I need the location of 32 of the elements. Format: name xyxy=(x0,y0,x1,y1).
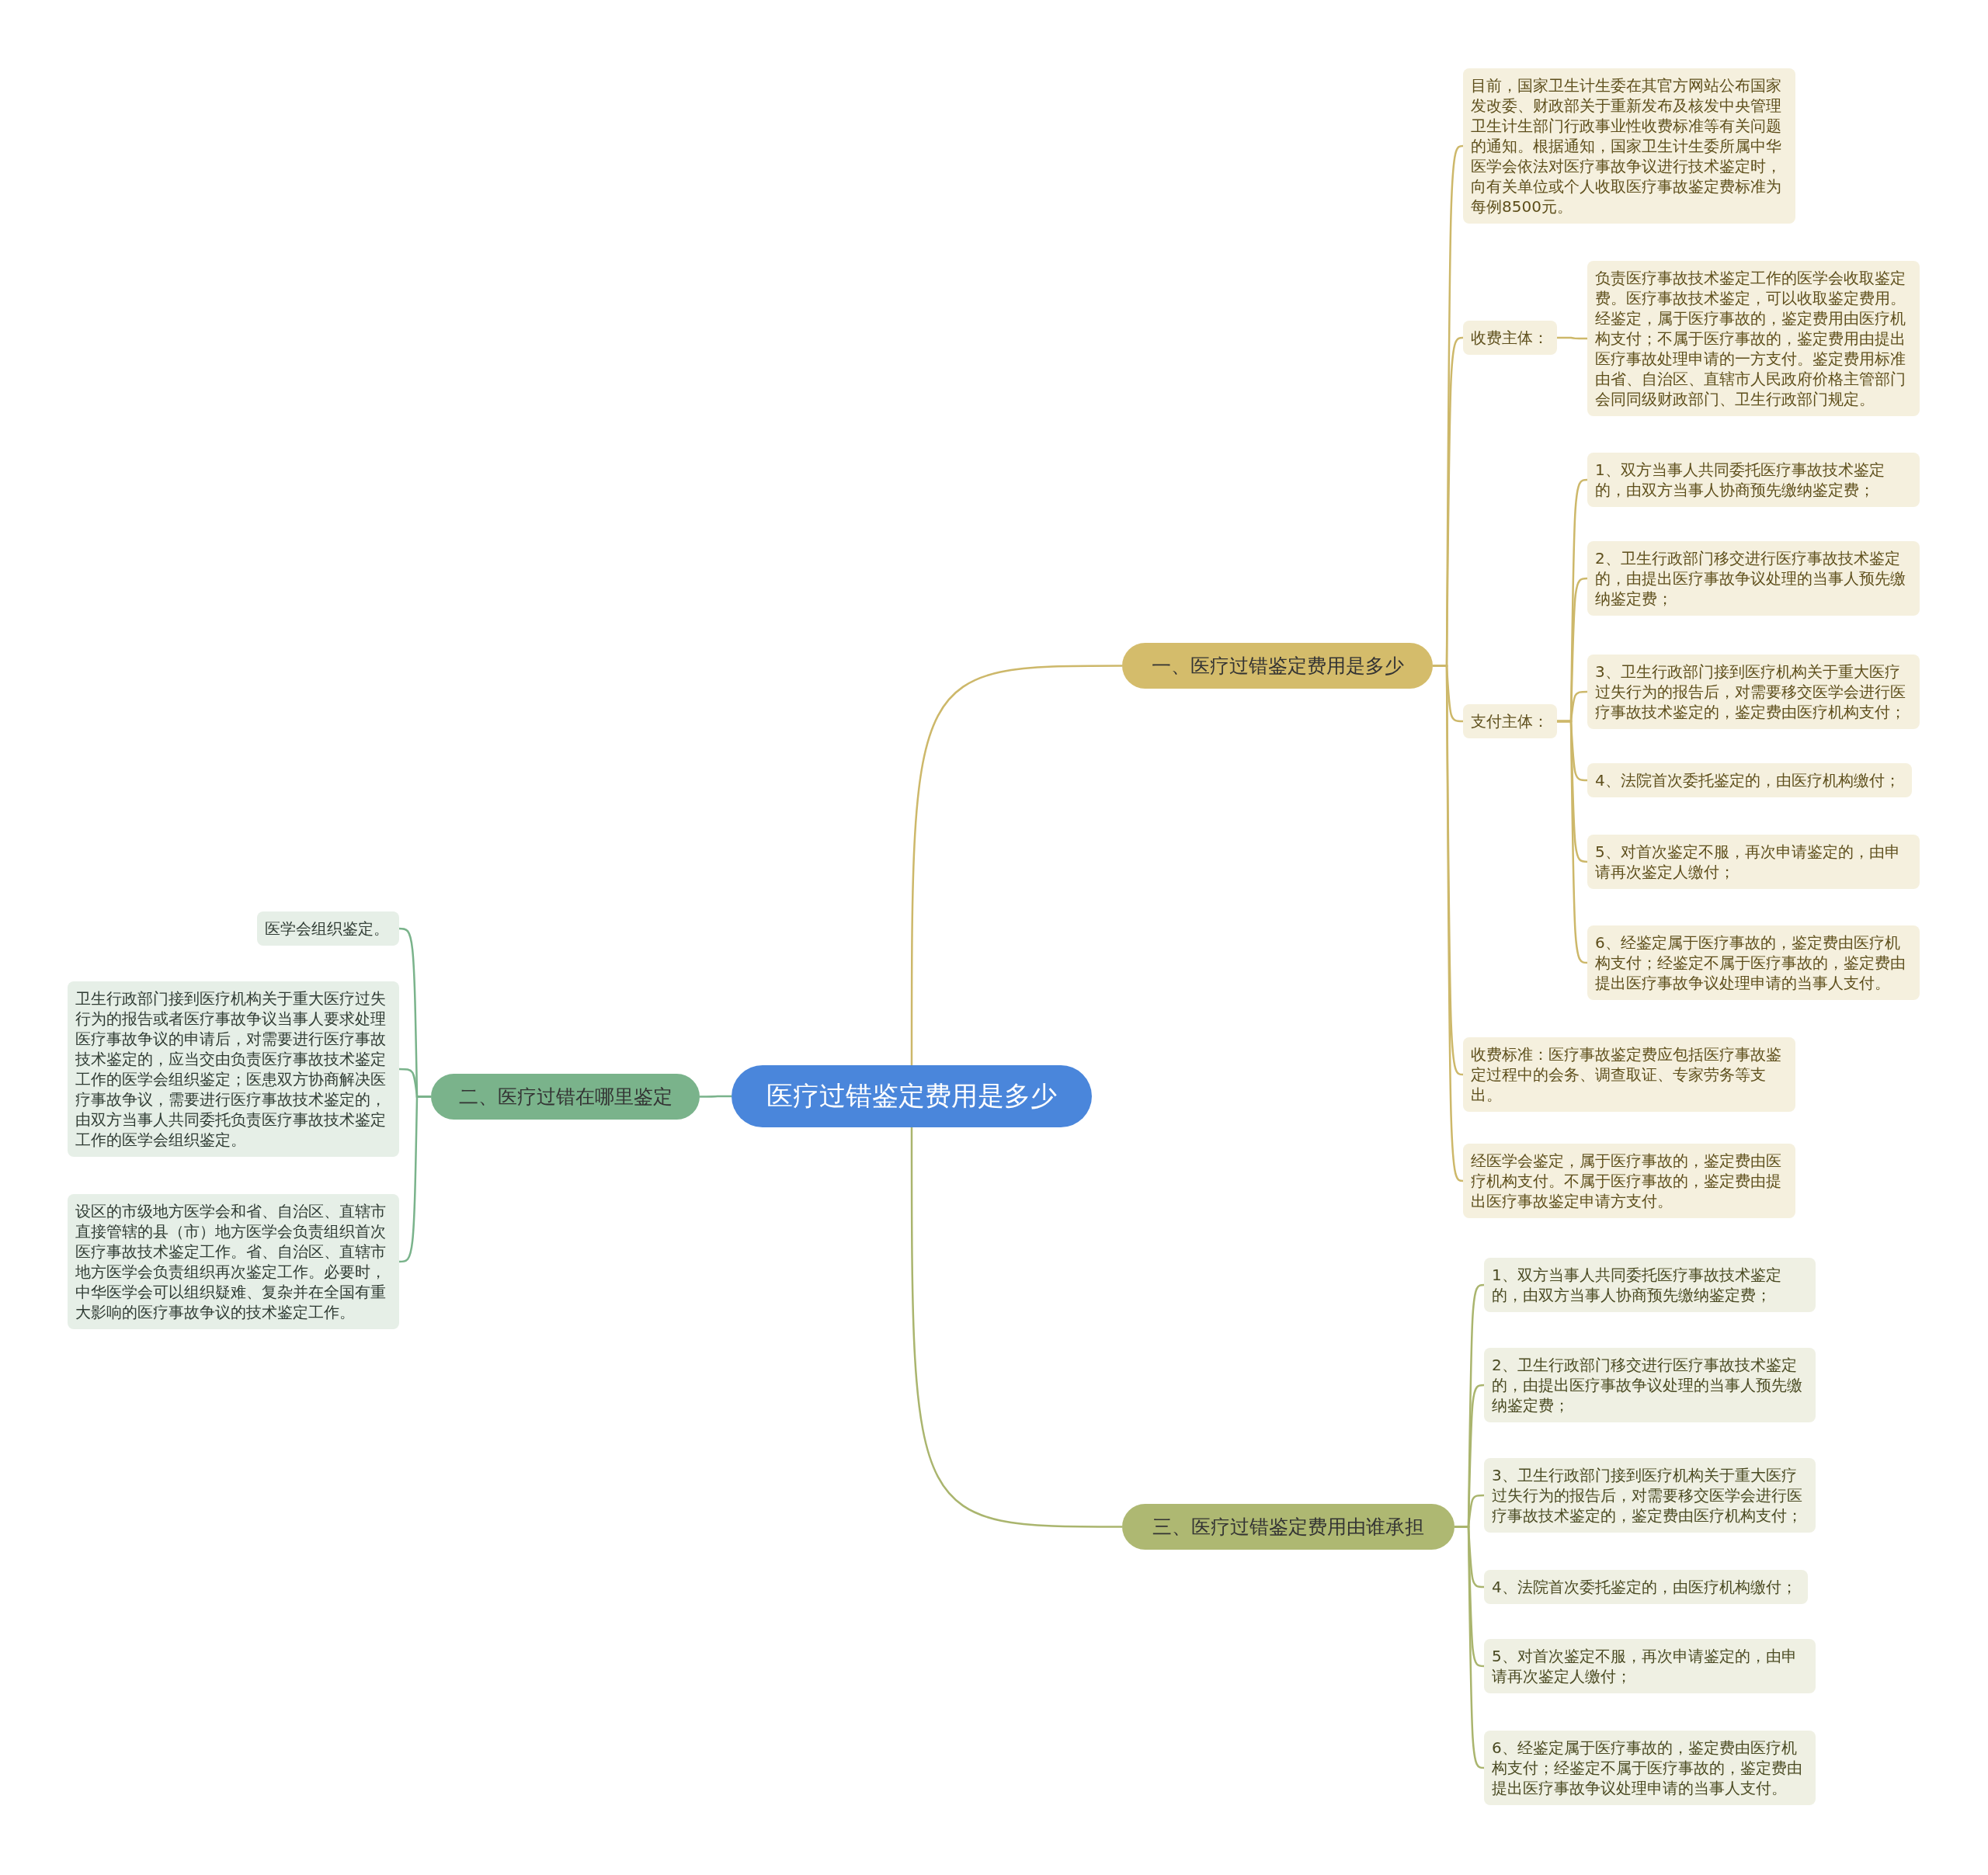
topic-box: 3、卫生行政部门接到医疗机构关于重大医疗过失行为的报告后，对需要移交医学会进行医疗事故技术鉴定的，鉴定费由医疗机构支付； xyxy=(1484,1458,1816,1533)
connector-line xyxy=(910,1127,1122,1528)
topic-box: 医学会组织鉴定。 xyxy=(257,911,399,946)
topic-box: 5、对首次鉴定不服，再次申请鉴定的，由申请再次鉴定人缴付； xyxy=(1587,835,1920,889)
topic-box: 卫生行政部门接到医疗机构关于重大医疗过失行为的报告或者医疗事故争议当事人要求处理医疗事故争议的申请后，对需要进行医疗事故技术鉴定的，应当交由负责医疗事故技术鉴定工作的医学会组织鉴定；医患双方协商解决医疗事故争议，需要进行医疗事故技术鉴定的，由双方当事人共同委托负责医疗事故技术鉴定工作的医学会组织鉴定。 xyxy=(68,981,399,1157)
topic-box: 支付主体： xyxy=(1463,704,1557,738)
topic-box: 负责医疗事故技术鉴定工作的医学会收取鉴定费。医疗事故技术鉴定，可以收取鉴定费用。经鉴定，属于医疗事故的，鉴定费用由医疗机构支付；不属于医疗事故的，鉴定费用由提出医疗事故处理申请的一方支付。鉴定费用标准由省、自治区、直辖市人民政府价格主管部门会同同级财政部门、卫生行政部门规定。 xyxy=(1587,261,1920,416)
topic-box: 经医学会鉴定，属于医疗事故的，鉴定费由医疗机构支付。不属于医疗事故的，鉴定费由提出医疗事故鉴定申请方支付。 xyxy=(1463,1144,1795,1218)
topic-box: 1、双方当事人共同委托医疗事故技术鉴定的，由双方当事人协商预先缴纳鉴定费； xyxy=(1587,453,1920,507)
topic-box: 4、法院首次委托鉴定的，由医疗机构缴付； xyxy=(1484,1570,1808,1604)
topic-box: 目前，国家卫生计生委在其官方网站公布国家发改委、财政部关于重新发布及核发中央管理卫生计生部门行政事业性收费标准等有关问题的通知。根据通知，国家卫生计生委所属中华医学会依法对医疗事故争议进行技术鉴定时，向有关单位或个人收取医疗事故鉴定费标准为每例8500元。 xyxy=(1463,68,1795,224)
connector-line xyxy=(398,1095,431,1263)
connector-line xyxy=(1455,1526,1485,1769)
topic-box: 1、双方当事人共同委托医疗事故技术鉴定的，由双方当事人协商预先缴纳鉴定费； xyxy=(1484,1258,1816,1312)
topic-box: 收费标准：医疗事故鉴定费应包括医疗事故鉴定过程中的会务、调查取证、专家劳务等支出。 xyxy=(1463,1037,1795,1112)
topic-box: 5、对首次鉴定不服，再次申请鉴定的，由申请再次鉴定人缴付； xyxy=(1484,1639,1816,1693)
topic-box: 4、法院首次委托鉴定的，由医疗机构缴付； xyxy=(1587,763,1912,797)
topic-box: 6、经鉴定属于医疗事故的，鉴定费由医疗机构支付；经鉴定不属于医疗事故的，鉴定费由提出医疗事故争议处理申请的当事人支付。 xyxy=(1587,925,1920,1000)
central-topic: 医疗过错鉴定费用是多少 xyxy=(732,1065,1092,1127)
topic-box: 设区的市级地方医学会和省、自治区、直辖市直接管辖的县（市）地方医学会负责组织首次医疗事故技术鉴定工作。省、自治区、直辖市地方医学会负责组织再次鉴定工作。必要时，中华医学会可以组织疑难、复杂并在全国有重大影响的医疗事故争议的技术鉴定工作。 xyxy=(68,1194,399,1329)
topic-box: 2、卫生行政部门移交进行医疗事故技术鉴定的，由提出医疗事故争议处理的当事人预先缴纳鉴定费； xyxy=(1484,1348,1816,1422)
connector-line xyxy=(700,1095,732,1098)
branch-topic: 一、医疗过错鉴定费用是多少 xyxy=(1122,643,1433,689)
topic-box: 6、经鉴定属于医疗事故的，鉴定费由医疗机构支付；经鉴定不属于医疗事故的，鉴定费由提出医疗事故争议处理申请的当事人支付。 xyxy=(1484,1731,1816,1805)
topic-box: 2、卫生行政部门移交进行医疗事故技术鉴定的，由提出医疗事故争议处理的当事人预先缴纳鉴定费； xyxy=(1587,541,1920,616)
connector-line xyxy=(1557,720,1588,964)
connector-line xyxy=(910,665,1122,1065)
topic-box: 收费主体： xyxy=(1463,321,1557,355)
branch-topic: 三、医疗过错鉴定费用由谁承担 xyxy=(1122,1504,1455,1550)
branch-topic: 二、医疗过错在哪里鉴定 xyxy=(431,1074,700,1120)
connector-line xyxy=(1557,336,1587,340)
topic-box: 3、卫生行政部门接到医疗机构关于重大医疗过失行为的报告后，对需要移交医学会进行医疗事故技术鉴定的，鉴定费由医疗机构支付； xyxy=(1587,655,1920,729)
